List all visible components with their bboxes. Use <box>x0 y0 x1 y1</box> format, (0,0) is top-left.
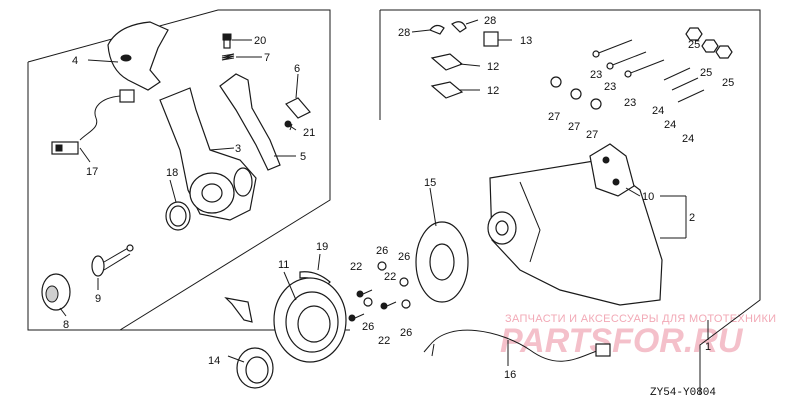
callout-10: 10 <box>642 191 654 203</box>
fasteners-right <box>550 27 733 110</box>
housing-disc-part <box>273 277 347 363</box>
callout-26-a: 26 <box>376 245 388 257</box>
lever-grip-cover-part <box>107 21 169 91</box>
callout-15: 15 <box>424 177 436 189</box>
screws-and-washers <box>348 261 411 322</box>
callout-17: 17 <box>86 166 98 178</box>
callout-22-c: 22 <box>378 335 390 347</box>
callout-7: 7 <box>264 52 270 64</box>
callout-labels: 1 2 3 4 5 6 7 8 9 10 11 12 12 13 14 15 1… <box>63 15 734 381</box>
callout-28-a: 28 <box>398 27 410 39</box>
callout-24-a: 24 <box>652 105 664 117</box>
control-box-housing-part <box>487 159 663 306</box>
callout-14: 14 <box>208 355 220 367</box>
callout-6: 6 <box>294 63 300 75</box>
callout-20: 20 <box>254 35 266 47</box>
wire-harness-part <box>51 89 135 155</box>
bolt-and-spring-parts <box>221 33 235 61</box>
watermark: ЗАПЧАСТИ И АКСЕССУАРЫ ДЛЯ МОТОТЕХНИКИ PA… <box>500 313 776 360</box>
cable-with-plug-part <box>423 329 611 362</box>
callout-23-b: 23 <box>604 81 616 93</box>
callout-19: 19 <box>316 241 328 253</box>
callout-22-b: 22 <box>384 271 396 283</box>
o-ring-part <box>165 201 191 231</box>
callout-18: 18 <box>166 167 178 179</box>
callout-28-b: 28 <box>484 15 496 27</box>
friction-plate-part <box>285 97 311 119</box>
callout-25-a: 25 <box>688 39 700 51</box>
callout-11: 11 <box>278 259 289 271</box>
leader-lines <box>59 19 709 366</box>
callout-27-a: 27 <box>548 111 560 123</box>
callout-21: 21 <box>303 127 315 139</box>
callout-27-b: 27 <box>568 121 580 133</box>
callout-4: 4 <box>72 55 78 67</box>
group-frame-right <box>379 9 761 395</box>
callout-1: 1 <box>705 341 711 353</box>
callout-5: 5 <box>300 151 306 163</box>
callout-26-c: 26 <box>362 321 374 333</box>
callout-22-a: 22 <box>350 261 362 273</box>
callout-8: 8 <box>63 319 69 331</box>
end-cap-part <box>41 273 71 311</box>
callout-9: 9 <box>95 293 101 305</box>
callout-12-lower: 12 <box>487 85 499 97</box>
watermark-brand: PARTSFOR.RU <box>500 322 744 360</box>
throttle-arm-part <box>219 73 281 171</box>
callout-2: 2 <box>689 212 695 224</box>
clips-and-plates <box>429 21 499 99</box>
callout-25-c: 25 <box>722 77 734 89</box>
callout-27-c: 27 <box>586 129 598 141</box>
callout-24-c: 24 <box>682 133 694 145</box>
callout-24-b: 24 <box>664 119 676 131</box>
callout-23-c: 23 <box>624 97 636 109</box>
bracket-piece <box>224 297 253 323</box>
gasket-plate-part <box>589 143 635 197</box>
callout-13: 13 <box>520 35 532 47</box>
callout-23-a: 23 <box>590 69 602 81</box>
callout-26-b: 26 <box>398 251 410 263</box>
callout-16: 16 <box>504 369 516 381</box>
diagram-code: ZY54-Y0804 <box>650 387 716 399</box>
control-lever-arm-part <box>159 87 257 221</box>
detent-plate-part <box>415 221 469 303</box>
callout-26-d: 26 <box>400 327 412 339</box>
callout-12-upper: 12 <box>487 61 499 73</box>
callout-3: 3 <box>235 143 241 155</box>
callout-25-b: 25 <box>700 67 712 79</box>
gear-ring-part <box>236 347 274 389</box>
shaft-pin-part <box>91 244 134 277</box>
